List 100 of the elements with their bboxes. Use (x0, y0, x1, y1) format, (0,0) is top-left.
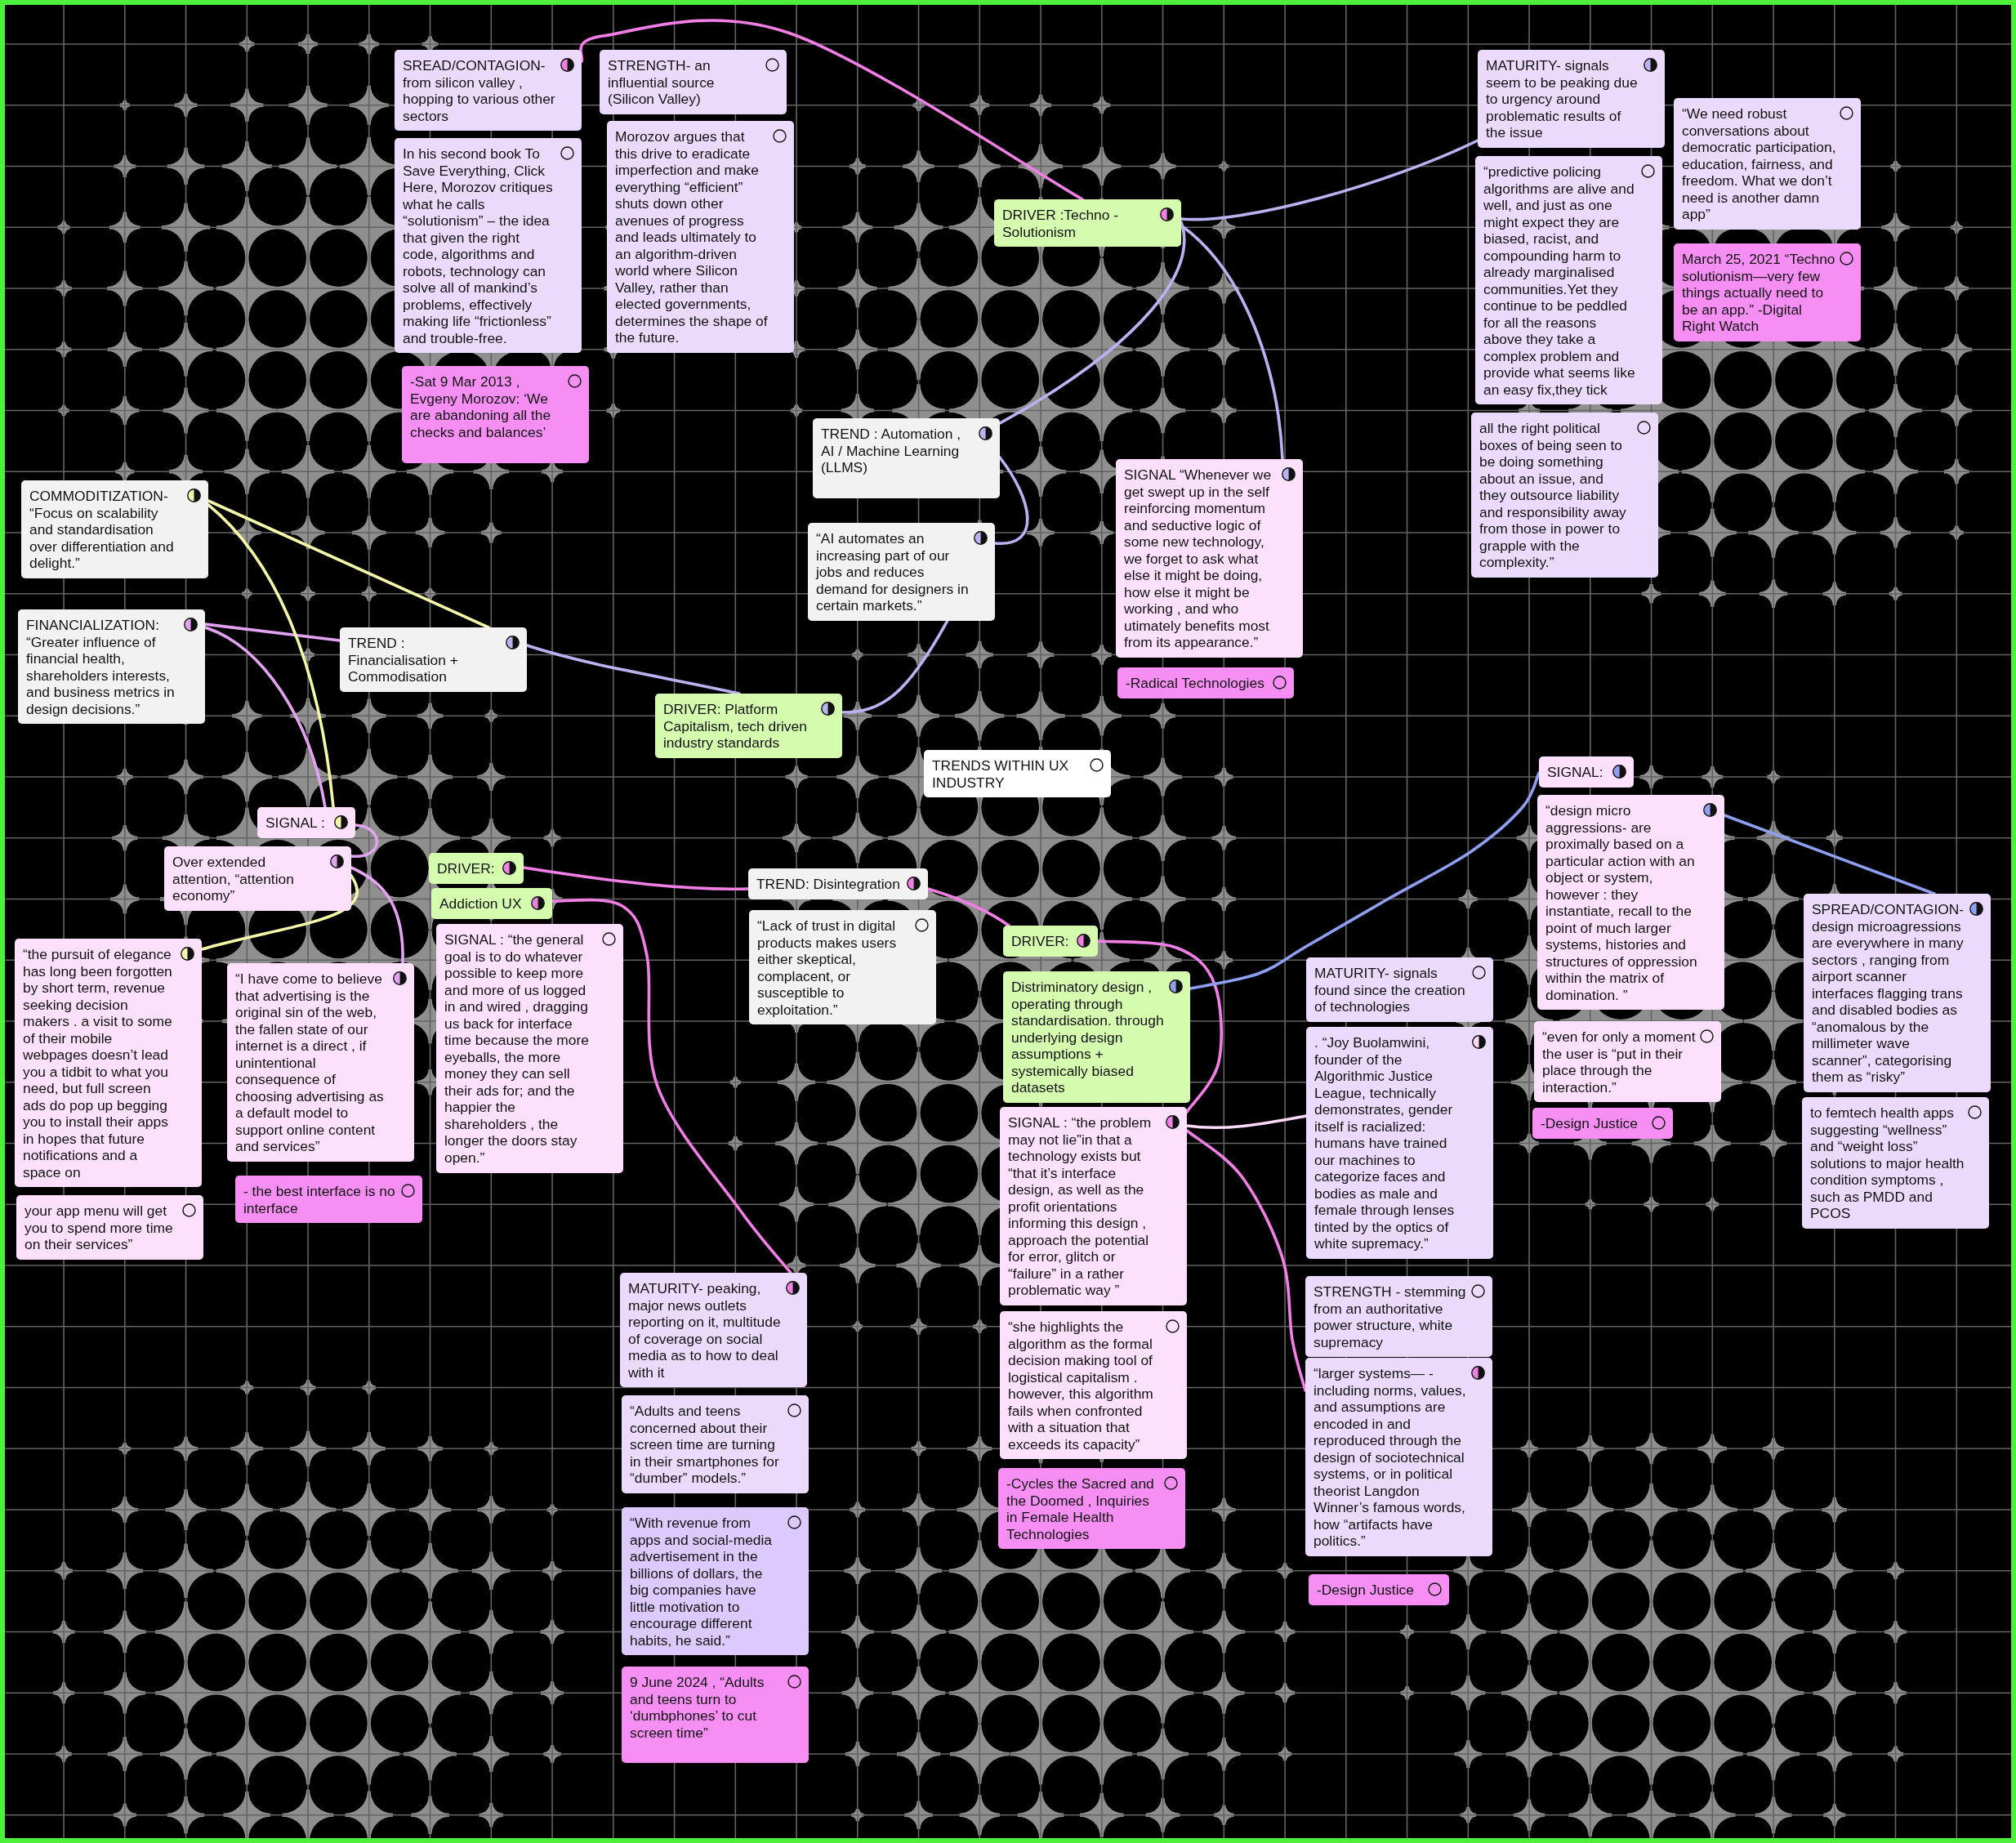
note-card (1471, 413, 1658, 578)
note-card (257, 807, 355, 838)
note-card (1003, 971, 1190, 1103)
note-card (622, 1667, 809, 1763)
note-card (1305, 1276, 1492, 1357)
note-card (436, 924, 623, 1173)
connector-line (993, 456, 1029, 545)
note-card (340, 627, 527, 692)
note-card (164, 846, 351, 911)
note-text: MATURITY- signals seem to be peaking due to urgency around problematic results of the issue (1486, 57, 1639, 141)
note-card (1117, 667, 1294, 698)
note-card (1306, 1027, 1493, 1259)
connector-line (551, 898, 792, 1274)
note-card (431, 888, 552, 919)
note-text: all the right political boxes of being seen to be doing something about an issue, and they outsource liability and responsibility away from those in power to grapple with the complexity.” (1479, 420, 1627, 571)
note-text: “she highlights the algorithm as the formal decision making tool of logistical capitalism . however, this algorithm fails when confronted with a situation that exceeds its capacity” (1008, 1319, 1154, 1453)
note-card (1674, 98, 1861, 230)
note-text: In his second book To Save Everything, Click Here, Morozov critiques what he calls “solutionism” – the idea that given the right code, algorithms and robots, technology can solve all of mankind’s problems, effectively making life “frictionless” and trouble-free. (403, 145, 554, 346)
connector-line (1185, 1114, 1308, 1130)
note-text: to femtech health apps suggesting “wellness” and “weight loss” solutions to major health condition symptoms , such as PMDD and PCOS (1810, 1104, 1965, 1222)
note-text: SPREAD/CONTAGION- design microagressions are everywhere in many sectors , ranging from airport scanner interfaces flagging trans and disabled bodies as “anomalous by the millimeter wave scanner”, categorising them as “risky” (1812, 901, 1965, 1086)
note-card (395, 138, 582, 353)
note-card (1309, 1574, 1449, 1605)
note-text: Distriminatory design , operating through standardisation. through underlying design assumptions + systemically biased datasets (1011, 979, 1165, 1096)
note-card (1802, 1097, 1989, 1229)
connector-line (1180, 139, 1479, 221)
connector-line (350, 866, 404, 965)
note-text: SIGNAL : (265, 814, 326, 832)
note-card (227, 963, 414, 1162)
note-card (607, 121, 794, 353)
note-card (402, 366, 589, 463)
note-card (994, 199, 1181, 247)
note-text: TREND: Disintegration (756, 876, 901, 893)
note-card (16, 1195, 203, 1260)
note-card (924, 750, 1111, 797)
note-text: “predictive policing algorithms are alive and well, and just as one might expect they are biased, racist, and compounding harm to already marginalised communities.Yet they continue to be peddled for all the reasons above they take a complex problem and provide what seems like an easy fix,they tick (1483, 163, 1636, 398)
note-card (600, 50, 787, 114)
note-text: -Design Justice (1317, 1582, 1415, 1599)
note-card (1537, 795, 1724, 1010)
note-card (1674, 243, 1861, 341)
note-text: SIGNAL : “the problem may not lie”in that a technology exists but “that it’s interface design, as well as the profit orientations informing this design , approach the potential for error, glitch or “failure” in a rather problematic way ” (1008, 1114, 1153, 1299)
note-card (1532, 1108, 1673, 1139)
connector-line (522, 866, 750, 891)
connector-line (841, 618, 949, 714)
note-text: Addiction UX (439, 895, 523, 913)
note-text: DRIVER: (1011, 933, 1070, 950)
note-text: SIGNAL: (1547, 764, 1604, 781)
note-text: TREND : Automation , AI / Machine Learning (LLMS) (821, 426, 962, 476)
note-text: “larger systems— - including norms, values, and assumptions are encoded in and reproduced through the design of sociotechnical systems, or in political theorist Langdon Winner’s famous words, how “artifacts have politics.” (1314, 1365, 1467, 1550)
note-text: “I have come to believe that advertising is the original sin of the web, the fallen state of our internet is a direct , if unintentional consequence of choosing advertising as a default model to support online content and services” (235, 971, 385, 1155)
note-card (429, 853, 524, 884)
note-card (15, 939, 202, 1187)
note-text: SIGNAL “Whenever we get swept up in the self reinforcing momentum and seductive logic of some new technology, we forget to ask what else it might be doing, how else it might be working , and who utimately benefits most from its appearance.” (1124, 466, 1273, 651)
connector-line (1096, 939, 1223, 1113)
note-text: COMMODITIZATION- “Focus on scalability and standardisation over differentiation and delight.” (29, 488, 175, 572)
note-card (813, 418, 1000, 498)
note-text: -Cycles the Sacred and the Doomed , Inquiries in Female Health Technologies (1006, 1475, 1155, 1542)
connector-line (926, 887, 1010, 927)
note-text: . “Joy Buolamwini, founder of the Algorithmic Justice League, technically demonstrates, gender itself is racialized: humans have trained our machines to categorize faces and bodies as male and female through lenses tinted by the optics of white supremacy.” (1314, 1034, 1456, 1252)
note-text: MATURITY- signals found since the creation of technologies (1314, 965, 1466, 1015)
note-card (1534, 1021, 1721, 1102)
note-text: March 25, 2021 “Techno solutionism—very few things actually need to be an app.” -Digital Right Watch (1682, 251, 1836, 335)
note-card (1116, 459, 1303, 658)
note-text: TRENDS WITHIN UX INDUSTRY (932, 757, 1070, 791)
note-text: “AI automates an increasing part of our jobs and reduces demand for designers in certain markets.” (816, 530, 970, 614)
note-text: DRIVER: (437, 860, 496, 877)
connector-line (207, 503, 335, 809)
note-card (21, 480, 208, 578)
note-text: 9 June 2024 , “Adults and teens turn to ‘dumbphones’ to cut screen time” (630, 1674, 765, 1741)
connector-line (200, 874, 359, 951)
note-text: Over extended attention, “attention economy” (172, 854, 295, 904)
note-text: SREAD/CONTAGION- from silicon valley , hopping to various other sectors (403, 57, 556, 124)
connector-line (350, 823, 379, 858)
note-text: “even for only a moment the user is “put in their place through the interaction.” (1542, 1029, 1697, 1096)
note-text: FINANCIALIZATION: “Greater influence of financial health, shareholders interests, and business metrics in design decisions.” (26, 617, 176, 717)
note-text: MATURITY- peaking, major news outlets reporting on it, multitude of coverage on social media as to how to deal with it (628, 1280, 782, 1381)
note-text: “design micro aggressions- are proximally based on a particular action with an object or system, however : they instantiate, recall to the point of much larger systems, histories and structures of oppression within the matrix of domination. ” (1545, 802, 1698, 1003)
note-text: -Radical Technologies (1126, 675, 1265, 692)
note-text: STRENGTH- an influential source (Silicon Valley) (608, 57, 716, 108)
note-text: “Lack of trust in digital products makes users either skeptical, complacent, or susceptible to exploitation.” (757, 917, 898, 1018)
note-card (1000, 1311, 1187, 1459)
note-text: Morozov argues that this drive to eradicate imperfection and make everything “efficient” shuts down other avenues of progress and leads ultimately to an algorithm-driven world where Silicon Valley, rather than elected governments, determines the shape of the future. (615, 128, 769, 346)
note-text: -Design Justice (1541, 1115, 1639, 1132)
note-text: “Adults and teens concerned about their screen time are turning in their smartphones for “dumber” models.” (630, 1403, 780, 1487)
connector-line (1723, 814, 1936, 895)
note-card (622, 1395, 809, 1493)
connector-line (525, 644, 741, 695)
note-text: DRIVER :Techno - Solutionism (1002, 207, 1120, 240)
note-card (18, 609, 205, 724)
connector-line (998, 221, 1186, 425)
note-card (1475, 156, 1662, 404)
note-card (622, 1507, 809, 1655)
note-card (1478, 50, 1665, 148)
note-text: - the best interface is no interface (243, 1183, 396, 1216)
connector-line (1185, 1129, 1307, 1392)
note-card (748, 868, 928, 899)
note-text: -Sat 9 Mar 2013 , Evgeny Morozov: ‘We are abandoning all the checks and balances’ (410, 373, 552, 440)
note-text: DRIVER: Platform Capitalism, tech driven industry standards (663, 701, 808, 752)
connector-line (579, 19, 1084, 201)
note-text: “the pursuit of elegance has long been forgotten by short term, revenue seeking decision makers . a visit to some of their mobile webpages doesn’t lead you a tidbit to what you need, but full screen ads do pop up begging you to install their apps in hopes that future notifications and a space on (23, 946, 173, 1180)
